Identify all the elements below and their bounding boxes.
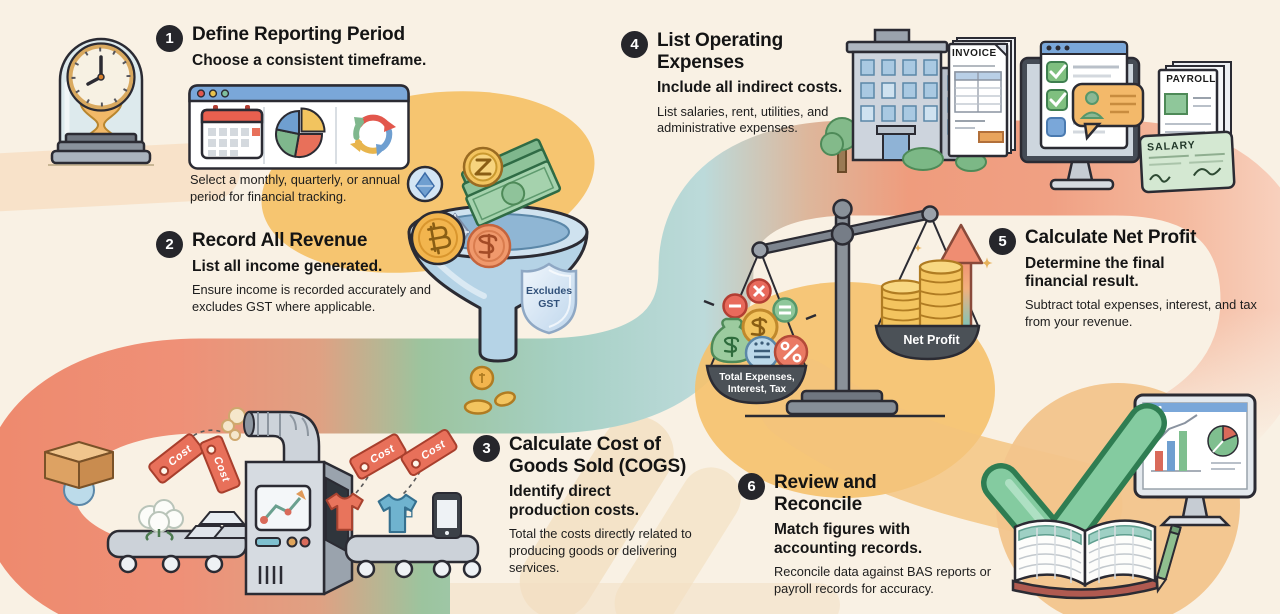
pencil-icon xyxy=(1156,523,1182,594)
net-profit-pan xyxy=(874,324,981,361)
step-4-badge: 4 xyxy=(621,31,648,58)
expenses-pan-label: Total Expenses, Interest, Tax xyxy=(719,372,795,395)
excludes-gst-shield xyxy=(517,261,581,337)
pie-chart-icon xyxy=(275,107,326,159)
invoice-label: INVOICE xyxy=(952,48,997,59)
expenses-pan xyxy=(705,364,808,405)
step-6-title: Review and Reconcile xyxy=(774,472,877,515)
step-4-description: List salaries, rent, utilities, and admi… xyxy=(657,103,829,136)
bush-icon xyxy=(902,147,944,171)
step-6-description: Reconcile data against BAS reports or pa… xyxy=(774,563,991,596)
step-1: 1 Define Reporting Period Choose a consi… xyxy=(156,24,446,70)
balance-scale-illustration xyxy=(690,195,990,425)
step-3-subtitle: Identify direct production costs. xyxy=(509,483,640,519)
step-1-description: Select a monthly, quarterly, or annual p… xyxy=(190,172,401,204)
zcash-coin-icon xyxy=(462,146,504,188)
phone-icon xyxy=(432,492,462,539)
ethereum-icon xyxy=(406,165,444,203)
salary-card-icon xyxy=(1138,130,1236,194)
expenses-items xyxy=(703,278,817,371)
step-4-subtitle: Include all indirect costs. xyxy=(657,79,843,97)
falling-coins xyxy=(463,365,516,415)
review-reconcile-illustration xyxy=(981,385,1280,613)
shield-label: Excludes GST xyxy=(525,285,573,311)
cotton-icon xyxy=(138,499,184,541)
calendar-browser-illustration xyxy=(188,84,410,170)
step-1-subtitle: Choose a consistent timeframe. xyxy=(192,51,427,69)
step-3-badge: 3 xyxy=(473,435,500,462)
tshirt-icon xyxy=(377,493,418,534)
coin-stack-icon xyxy=(880,259,964,329)
step-2-title: Record All Revenue xyxy=(192,230,368,251)
payroll-label: PAYROLL xyxy=(1166,74,1216,85)
step-5-description: Subtract total expenses, interest, and t… xyxy=(1025,297,1257,330)
conveyor-icon xyxy=(344,534,482,579)
factory-illustration xyxy=(28,398,482,612)
step-1-title: Define Reporting Period xyxy=(192,24,405,45)
step-3-title: Calculate Cost of Goods Sold (COGS) xyxy=(509,434,687,477)
net-profit-label: Net Profit xyxy=(903,333,960,347)
step-6-badge: 6 xyxy=(738,473,765,500)
percent-icon xyxy=(773,334,809,370)
step-2-badge: 2 xyxy=(156,231,183,258)
step-2-subtitle: List all income generated. xyxy=(192,257,383,275)
shield-icon xyxy=(520,262,578,335)
tshirt-icon xyxy=(325,492,364,531)
operating-expenses-illustration xyxy=(820,28,1245,202)
bitcoin-icon xyxy=(410,210,466,266)
step-5-title: Calculate Net Profit xyxy=(1025,227,1197,248)
step-2-description: Ensure income is recorded accurately and… xyxy=(192,281,431,314)
step-2: 2 Record All Revenue List all income gen… xyxy=(156,230,446,316)
step-4-title: List Operating Expenses xyxy=(657,30,783,73)
step-5: 5 Calculate Net Profit Determine the fin… xyxy=(989,227,1259,331)
step-4: 4 List Operating Expenses Include all in… xyxy=(621,30,871,137)
step-5-subtitle: Determine the final financial result. xyxy=(1025,254,1165,290)
step-6-subtitle: Match figures with accounting records. xyxy=(774,521,923,557)
calculator-icon xyxy=(744,335,780,371)
ledger-book-icon xyxy=(1011,519,1159,600)
step-3-description: Total the costs directly related to prod… xyxy=(509,525,692,575)
chat-bubble-icon xyxy=(1071,82,1145,141)
invoice-icon xyxy=(947,37,1016,158)
dollar-coin-icon xyxy=(466,223,512,269)
machine-icon xyxy=(244,460,354,596)
hourglass-clock-illustration xyxy=(36,22,166,170)
cycle-arrows-icon xyxy=(350,114,396,156)
revenue-funnel-illustration xyxy=(392,138,610,415)
equals-icon xyxy=(772,297,798,323)
calendar-icon xyxy=(200,105,264,160)
step-6: 6 Review and Reconcile Match figures wit… xyxy=(738,472,993,598)
smoke-duct-icon xyxy=(221,407,321,466)
coin-icon xyxy=(741,308,779,346)
step-5-badge: 5 xyxy=(989,228,1016,255)
step-1-badge: 1 xyxy=(156,25,183,52)
step-3: 3 Calculate Cost of Goods Sold (COGS) Id… xyxy=(473,434,718,577)
person-icon xyxy=(1085,91,1099,105)
box-icon xyxy=(44,441,114,506)
